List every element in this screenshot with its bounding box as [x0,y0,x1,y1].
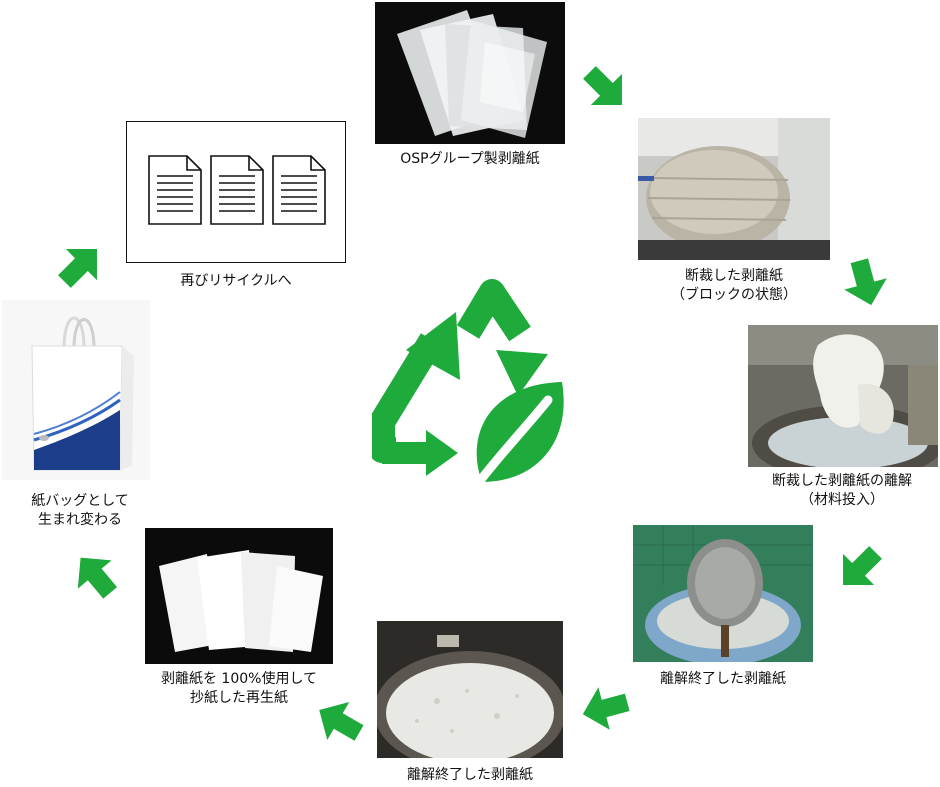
recycle-again-caption: 再びリサイクルへ [180,273,292,289]
document-icon [272,155,326,225]
disintegration-done-1-caption: 離解終了した剥離紙 [660,671,786,687]
paper-bag-caption: 紙バッグとして 生まれ変わる [31,493,129,528]
disintegration-done-1-photo [633,525,813,662]
recycle-again-box [126,121,346,263]
leaf-icon [471,382,564,491]
cut-release-paper-caption: 断裁した剥離紙 （ブロックの状態） [671,268,797,303]
recycle-arrows-icon [372,279,564,491]
flow-arrow-4 [576,678,636,738]
disintegration-photo [748,325,938,467]
cut-release-paper-photo [638,118,830,260]
recycled-paper-photo [145,528,333,664]
document-icon [148,155,202,225]
paper-bag-photo [2,300,150,480]
osp-release-paper-caption: OSPグループ製剥離紙 [400,151,540,167]
flow-arrow-1 [575,58,635,118]
document-icon [210,155,264,225]
disintegration-done-2-caption: 離解終了した剥離紙 [407,767,533,783]
flow-arrow-2 [835,252,895,312]
flow-arrow-5 [310,692,370,752]
flow-arrow-7 [50,236,110,296]
disintegration-done-2-photo [377,621,563,758]
flow-arrow-6 [66,546,126,606]
osp-release-paper-photo [375,2,565,144]
recycle-leaf-icon [372,272,582,494]
flow-arrow-3 [830,538,890,598]
recycled-paper-caption: 剥離紙を 100%使用して 抄紙した再生紙 [160,671,318,706]
disintegration-caption: 断裁した剥離紙の離解 （材料投入） [772,473,912,508]
